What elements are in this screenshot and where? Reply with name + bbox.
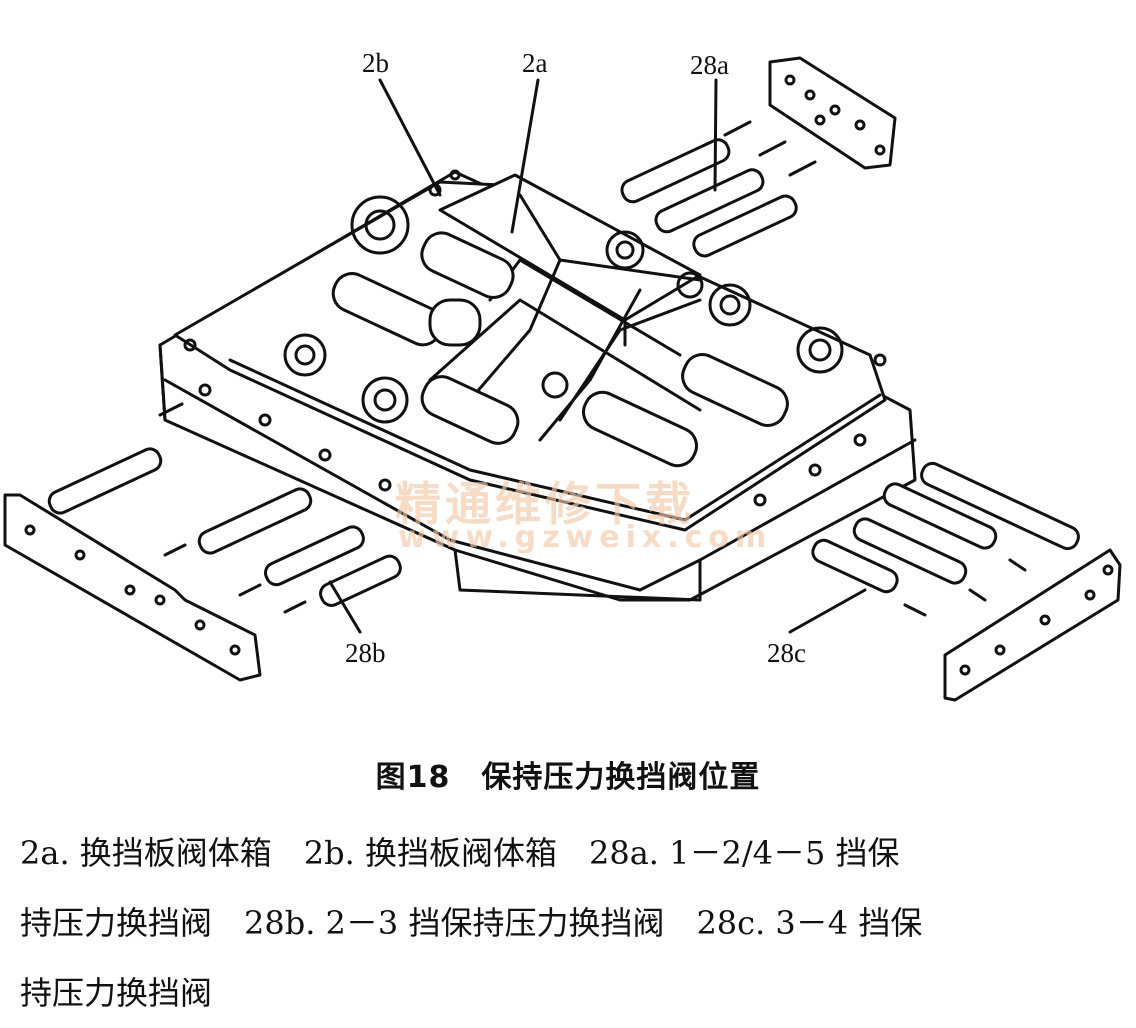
label-2b: 2b <box>362 48 389 78</box>
shift-valve-box <box>428 173 702 442</box>
valve-set-28c <box>811 461 1122 702</box>
legend: 2a. 换挡板阀体箱 2b. 换挡板阀体箱 28a. 1－2/4－5 挡保 持压… <box>20 818 1120 1028</box>
valve-set-28b <box>3 402 402 682</box>
valve-set-28a <box>620 56 897 258</box>
port-bosses <box>283 195 844 424</box>
watermark-url: www.gzweix.com <box>398 520 773 555</box>
valve-body-diagram <box>3 56 1122 702</box>
legend-line-2: 持压力换挡阀 28b. 2－3 挡保持压力换挡阀 28c. 3－4 挡保 <box>20 904 923 942</box>
leader-lines <box>328 78 867 634</box>
figure-caption: 图18 保持压力换挡阀位置 <box>375 760 761 795</box>
watermark-text: 精通维修下载 <box>395 477 695 531</box>
label-28a: 28a <box>690 50 729 80</box>
label-28b: 28b <box>345 638 386 668</box>
label-2a: 2a <box>522 48 548 78</box>
upper-valve-plate <box>173 169 887 532</box>
legend-line-3: 持压力换挡阀 <box>20 974 213 1012</box>
label-28c: 28c <box>767 638 806 668</box>
solenoid-cylinders <box>331 231 789 468</box>
legend-line-1: 2a. 换挡板阀体箱 2b. 换挡板阀体箱 28a. 1－2/4－5 挡保 <box>20 834 900 872</box>
